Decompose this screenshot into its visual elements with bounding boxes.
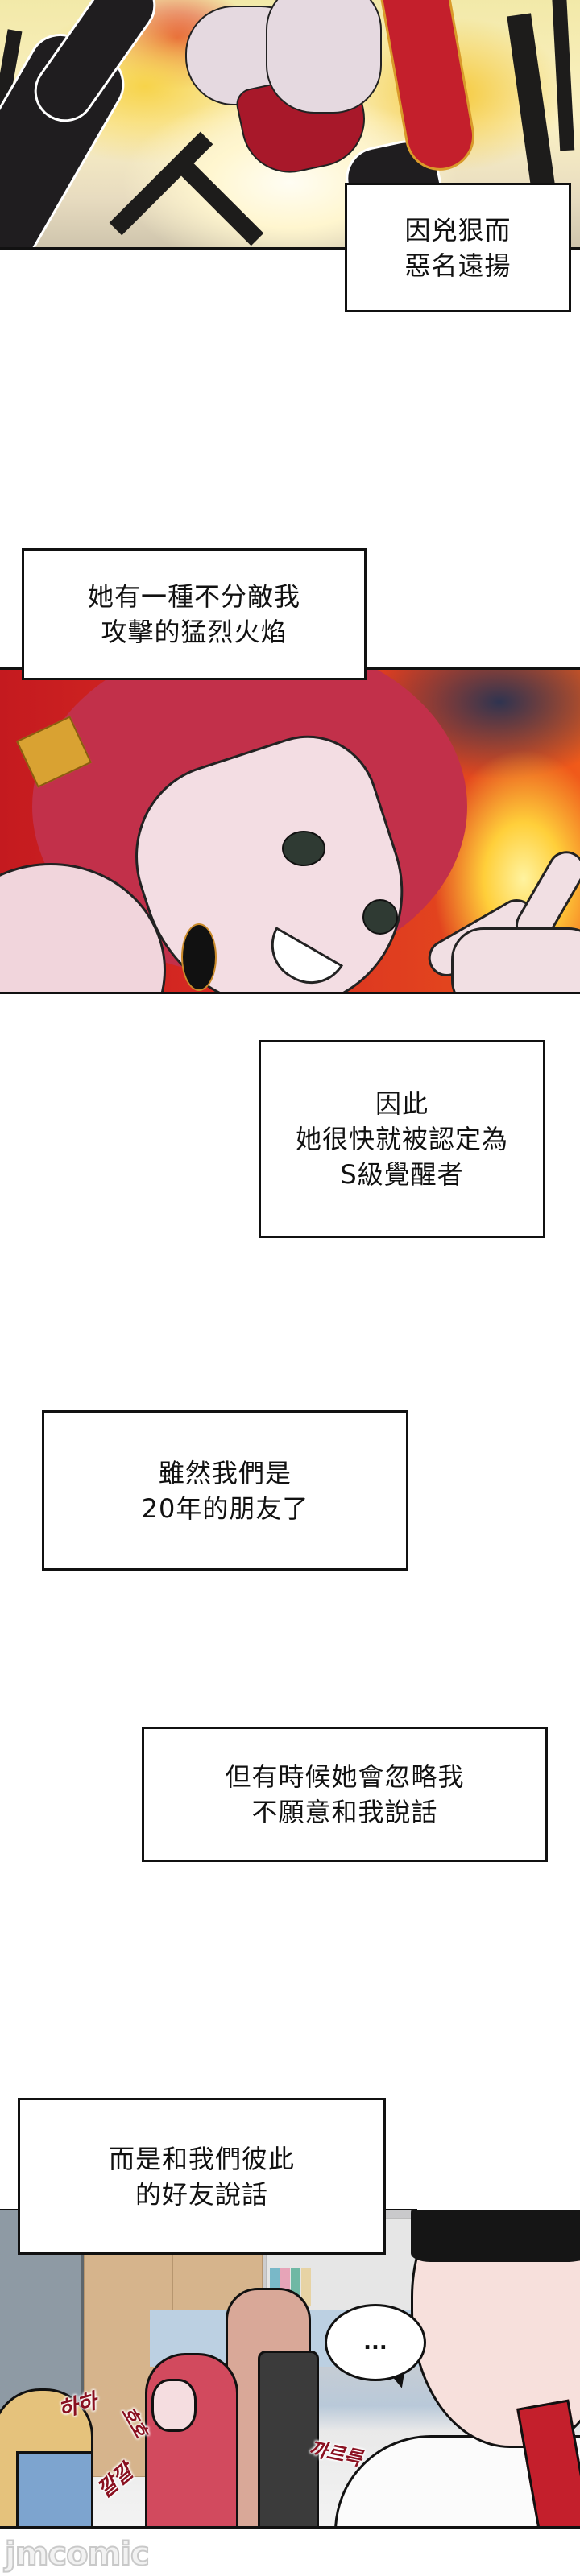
caption-box-3: 因此 她很快就被認定為 S級覺醒者	[259, 1040, 545, 1238]
speech-text: ...	[363, 2330, 387, 2355]
caption-box-5: 但有時候她會忽略我 不願意和我說話	[142, 1727, 548, 1862]
red-hair-girl-face	[151, 2379, 197, 2432]
eye-right	[362, 899, 398, 935]
speech-bubble: ...	[325, 2304, 426, 2381]
caption-box-2: 她有一種不分敵我 攻擊的猛烈火焰	[22, 548, 367, 680]
earring	[181, 923, 217, 991]
caption-box-4: 雖然我們是 20年的朋友了	[42, 1410, 408, 1571]
caption-line: 但有時候她會忽略我	[225, 1761, 465, 1792]
caption-line: 的好友說話	[135, 2178, 268, 2210]
caption-line: S級覺醒者	[340, 1159, 464, 1190]
debris-beam	[551, 0, 575, 151]
blonde-girl-outfit	[16, 2451, 93, 2526]
caption-line: 惡名遠揚	[404, 250, 512, 281]
panel-fire-scene	[0, 0, 580, 250]
caption-line: 雖然我們是	[158, 1457, 292, 1488]
right-thigh	[266, 0, 382, 114]
glasses	[459, 2242, 580, 2250]
caption-line: 20年的朋友了	[141, 1492, 309, 1524]
caption-box-1: 因兇狠而 惡名遠揚	[345, 183, 571, 312]
caption-line: 攻擊的猛烈火焰	[101, 617, 288, 647]
panel-closeup	[0, 667, 580, 994]
eye-left	[282, 831, 325, 866]
caption-line: 不願意和我說話	[251, 1797, 438, 1827]
caption-box-6: 而是和我們彼此 的好友說話	[18, 2098, 386, 2255]
book	[301, 2268, 311, 2306]
caption-line: 因兇狠而	[404, 214, 512, 246]
panel-office	[0, 2210, 580, 2529]
tank-top	[258, 2351, 319, 2526]
debris-beam	[171, 153, 264, 246]
watermark-logo: jmcomic	[4, 2535, 151, 2574]
caption-line: 她有一種不分敵我	[87, 581, 300, 612]
caption-line: 因此	[375, 1088, 429, 1119]
red-hair-girl	[145, 2353, 238, 2526]
caption-line: 她很快就被認定為	[295, 1124, 508, 1154]
hand-palm	[451, 927, 580, 992]
glasses-man-hair	[411, 2210, 580, 2262]
caption-line: 而是和我們彼此	[108, 2143, 295, 2174]
